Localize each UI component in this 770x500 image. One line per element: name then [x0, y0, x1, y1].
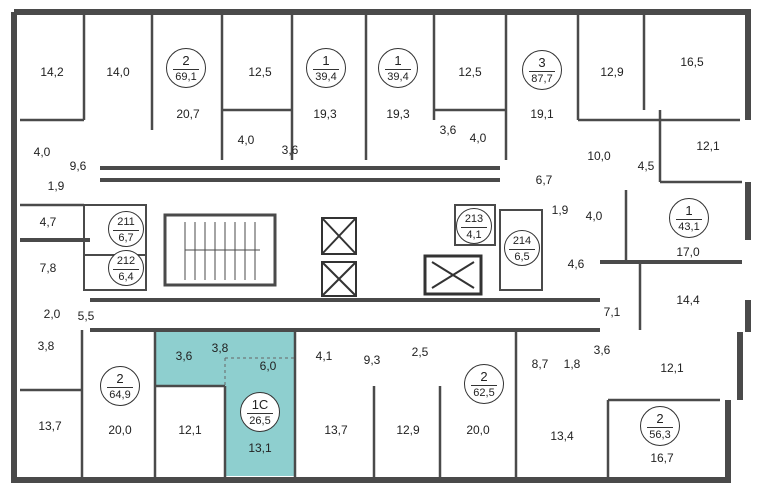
- room-area: 2,5: [411, 345, 429, 359]
- room-area: 1,8: [563, 357, 581, 371]
- room-area: 13,4: [550, 429, 574, 443]
- elevators: [321, 217, 483, 297]
- room-area: 13,1: [248, 441, 272, 455]
- room-area: 3,6: [593, 343, 611, 357]
- room-area: 3,6: [439, 123, 457, 137]
- room-area: 19,3: [313, 107, 337, 121]
- room-area: 3,6: [281, 143, 299, 157]
- room-area: 4,7: [39, 215, 57, 229]
- room-area: 4,0: [469, 131, 487, 145]
- room-area: 20,0: [466, 423, 490, 437]
- room-area: 4,0: [237, 133, 255, 147]
- room-area: 4,1: [315, 349, 333, 363]
- room-area: 3,8: [37, 339, 55, 353]
- room-area: 6,0: [259, 359, 277, 373]
- room-area: 12,5: [458, 65, 482, 79]
- corridor-walls: [20, 166, 742, 332]
- room-area: 10,0: [587, 149, 611, 163]
- staircase: [163, 213, 277, 287]
- room-area: 14,2: [40, 65, 64, 79]
- outer-walls: [11, 9, 751, 483]
- room-area: 12,1: [178, 423, 202, 437]
- room-area: 2,0: [43, 307, 61, 321]
- room-area: 14,4: [676, 293, 700, 307]
- inner-dashed: [224, 357, 295, 386]
- room-area: 12,5: [248, 65, 272, 79]
- room-area: 12,9: [396, 423, 420, 437]
- room-area: 7,8: [39, 261, 57, 275]
- room-area: 1,9: [551, 203, 569, 217]
- room-area: 5,5: [77, 309, 95, 323]
- room-area: 12,1: [696, 139, 720, 153]
- room-area: 4,6: [567, 257, 585, 271]
- room-area: 12,9: [600, 65, 624, 79]
- room-area: 4,5: [637, 159, 655, 173]
- room-area: 4,0: [33, 145, 51, 159]
- room-area: 7,1: [603, 305, 621, 319]
- room-area: 8,7: [531, 357, 549, 371]
- room-area: 20,0: [108, 423, 132, 437]
- room-area: 3,8: [211, 341, 229, 355]
- room-area: 4,0: [585, 209, 603, 223]
- room-area: 14,0: [106, 65, 130, 79]
- room-area: 16,5: [680, 55, 704, 69]
- room-area: 1,9: [47, 179, 65, 193]
- room-area: 12,1: [660, 361, 684, 375]
- room-area: 6,7: [535, 173, 553, 187]
- room-area: 20,7: [176, 107, 200, 121]
- room-area: 17,0: [676, 245, 700, 259]
- room-area: 9,3: [363, 353, 381, 367]
- room-area: 3,6: [175, 349, 193, 363]
- room-area: 9,6: [69, 159, 87, 173]
- room-area: 19,1: [530, 107, 554, 121]
- room-area: 16,7: [650, 451, 674, 465]
- partitions: [20, 14, 742, 478]
- room-area: 19,3: [386, 107, 410, 121]
- room-area: 13,7: [324, 423, 348, 437]
- room-area: 13,7: [38, 419, 62, 433]
